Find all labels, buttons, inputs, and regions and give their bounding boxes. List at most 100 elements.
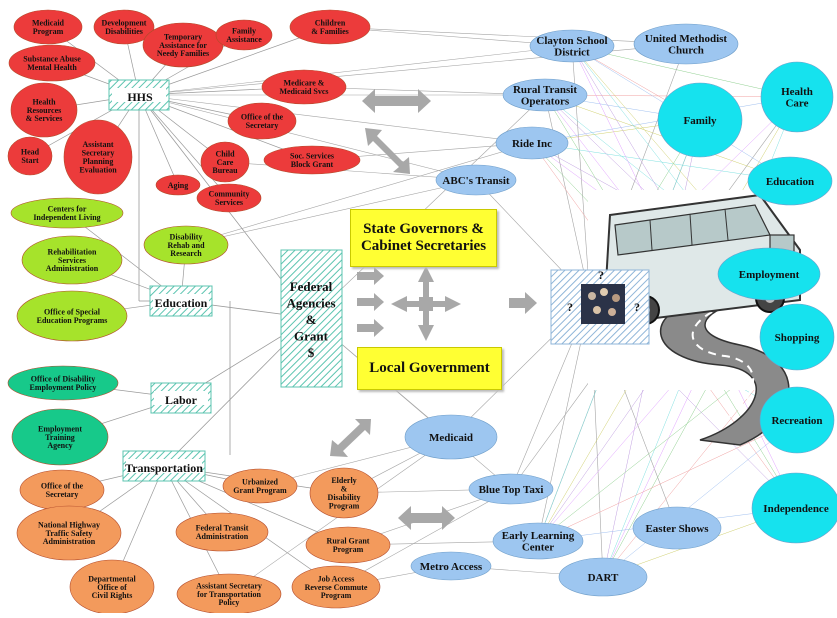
arrows [330, 89, 537, 530]
provider-ride-inc-label: Ride Inc [512, 138, 552, 150]
local-government-box[interactable]: Local Government [357, 347, 502, 390]
hhs-medicare-medicaid-svcs[interactable]: Medicare &Medicaid Svcs [261, 69, 347, 105]
provider-easter-shows[interactable]: Easter Shows [632, 506, 722, 550]
arrow-right-icon [357, 293, 384, 311]
hhs-children-families-label: Children& Families [311, 19, 349, 36]
state-governors-box[interactable]: State Governors & Cabinet Secretaries [350, 209, 497, 267]
provider-ride-inc[interactable]: Ride Inc [495, 126, 569, 160]
destination-education[interactable]: Education [747, 156, 833, 206]
destination-shopping-label: Shopping [775, 332, 820, 344]
hhs-aging[interactable]: Aging [155, 174, 201, 196]
hhs-aging-label: Aging [168, 181, 188, 190]
dept-education[interactable]: Education [149, 285, 213, 317]
double-arrow-icon [365, 128, 410, 174]
provider-metro-access-label: Metro Access [420, 561, 483, 573]
dept-labor-label: Labor [165, 393, 198, 407]
destination-independence[interactable]: Independence [751, 472, 837, 544]
provider-dart-label: DART [588, 572, 619, 584]
local-government-label: Local Government [369, 359, 490, 376]
question-box[interactable]: ??? [550, 268, 650, 345]
destination-employment[interactable]: Employment [717, 247, 821, 301]
destination-recreation[interactable]: Recreation [759, 386, 835, 454]
provider-abc-s-transit[interactable]: ABC's Transit [435, 164, 517, 196]
provider-dart[interactable]: DART [558, 557, 648, 597]
destination-shopping[interactable]: Shopping [759, 303, 835, 371]
provider-blue-top-taxi[interactable]: Blue Top Taxi [468, 473, 554, 505]
question-mark-3: ? [634, 300, 640, 314]
dept-transportation[interactable]: Transportation [122, 450, 206, 482]
provider-medicaid[interactable]: Medicaid [404, 414, 498, 460]
dept-labor[interactable]: Labor [150, 382, 212, 414]
dept-hhs-label: HHS [127, 90, 153, 104]
arrow-right-icon [357, 267, 384, 285]
dept-transportation-label: Transportation [125, 461, 203, 475]
dept-education-label: Education [155, 296, 208, 310]
provider-easter-shows-label: Easter Shows [645, 523, 709, 535]
provider-metro-access[interactable]: Metro Access [410, 551, 492, 581]
dept-hhs[interactable]: HHS [108, 79, 170, 111]
destination-family[interactable]: Family [657, 82, 743, 158]
double-arrow-icon [398, 506, 455, 530]
four-way-arrow-icon [391, 266, 461, 341]
hhs-children-families[interactable]: Children& Families [289, 9, 371, 45]
state-governors-label: State Governors & Cabinet Secretaries [360, 220, 487, 254]
